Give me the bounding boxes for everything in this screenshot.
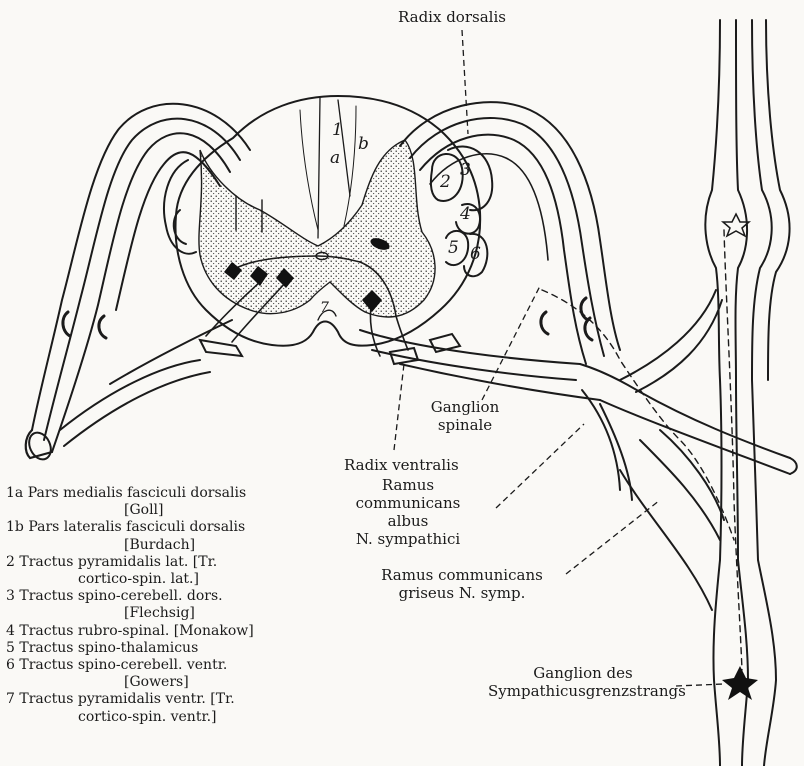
legend-item-7-cont: cortico-spin. ventr.] (6, 709, 254, 726)
legend-item-7: 7 Tractus pyramidalis ventr. [Tr. (6, 691, 254, 708)
label-radix-ventralis: Radix ventralis (344, 456, 459, 474)
legend-item-1a-cont: [Goll] (6, 502, 254, 519)
label-ganglion-grenzstrang-line2: Sympathicusgrenzstrangs (488, 682, 678, 700)
tract-letter-a: a (330, 148, 340, 168)
legend-item-3: 3 Tractus spino-cerebell. dors. (6, 588, 254, 605)
legend-item-3-cont: [Flechsig] (6, 605, 254, 622)
label-ganglion-grenzstrang-line1: Ganglion des (488, 664, 678, 682)
tract-number-1: 1 (332, 120, 343, 140)
label-ganglion-spinale: Ganglion spinale (420, 398, 510, 434)
legend-item-4: 4 Tractus rubro-spinal. [Monakow] (6, 623, 254, 640)
leader-ramus-griseus (566, 500, 660, 574)
legend-item-1b-cont: [Burdach] (6, 537, 254, 554)
label-ganglion-grenzstrang: Ganglion des Sympathicusgrenzstrangs (488, 664, 678, 700)
label-ramus-albus-line2: communicans (348, 494, 468, 512)
legend-item-1b: 1b Pars lateralis fasciculi dorsalis (6, 519, 254, 536)
legend-item-1a: 1a Pars medialis fasciculi dorsalis (6, 485, 254, 502)
label-ramus-albus: Ramus communicans albus N. sympathici (348, 476, 468, 548)
label-radix-dorsalis: Radix dorsalis (398, 8, 506, 26)
legend-item-6-cont: [Gowers] (6, 674, 254, 691)
tract-number-7: 7 (320, 300, 329, 316)
label-ramus-albus-line1: Ramus (348, 476, 468, 494)
label-ramus-griseus: Ramus communicans griseus N. symp. (364, 566, 560, 602)
legend: 1a Pars medialis fasciculi dorsalis [Gol… (6, 485, 254, 726)
grey-matter (199, 140, 435, 317)
legend-item-6: 6 Tractus spino-cerebell. ventr. (6, 657, 254, 674)
sympathetic-ganglion-cell (722, 666, 758, 700)
leader-radix-dorsalis (462, 30, 468, 134)
leader-ramus-albus (496, 424, 584, 508)
tract-number-3: 3 (460, 160, 471, 180)
label-ramus-albus-line4: N. sympathici (348, 530, 468, 548)
tract-number-2: 2 (440, 172, 451, 192)
legend-item-2-cont: cortico-spin. lat.] (6, 571, 254, 588)
label-ramus-griseus-line2: griseus N. symp. (364, 584, 560, 602)
label-ramus-griseus-line1: Ramus communicans (364, 566, 560, 584)
tract-letter-b: b (358, 134, 369, 154)
tract-number-4: 4 (460, 204, 471, 224)
legend-item-5: 5 Tractus spino-thalamicus (6, 640, 254, 657)
tract-number-6: 6 (470, 244, 481, 264)
label-ganglion-spinale-line1: Ganglion (420, 398, 510, 416)
leader-radix-ventralis (394, 364, 404, 450)
legend-item-2: 2 Tractus pyramidalis lat. [Tr. (6, 554, 254, 571)
tract-number-5: 5 (448, 238, 459, 258)
label-ganglion-spinale-line2: spinale (420, 416, 510, 434)
sympathetic-trunk (705, 20, 721, 766)
label-ramus-albus-line3: albus (348, 512, 468, 530)
